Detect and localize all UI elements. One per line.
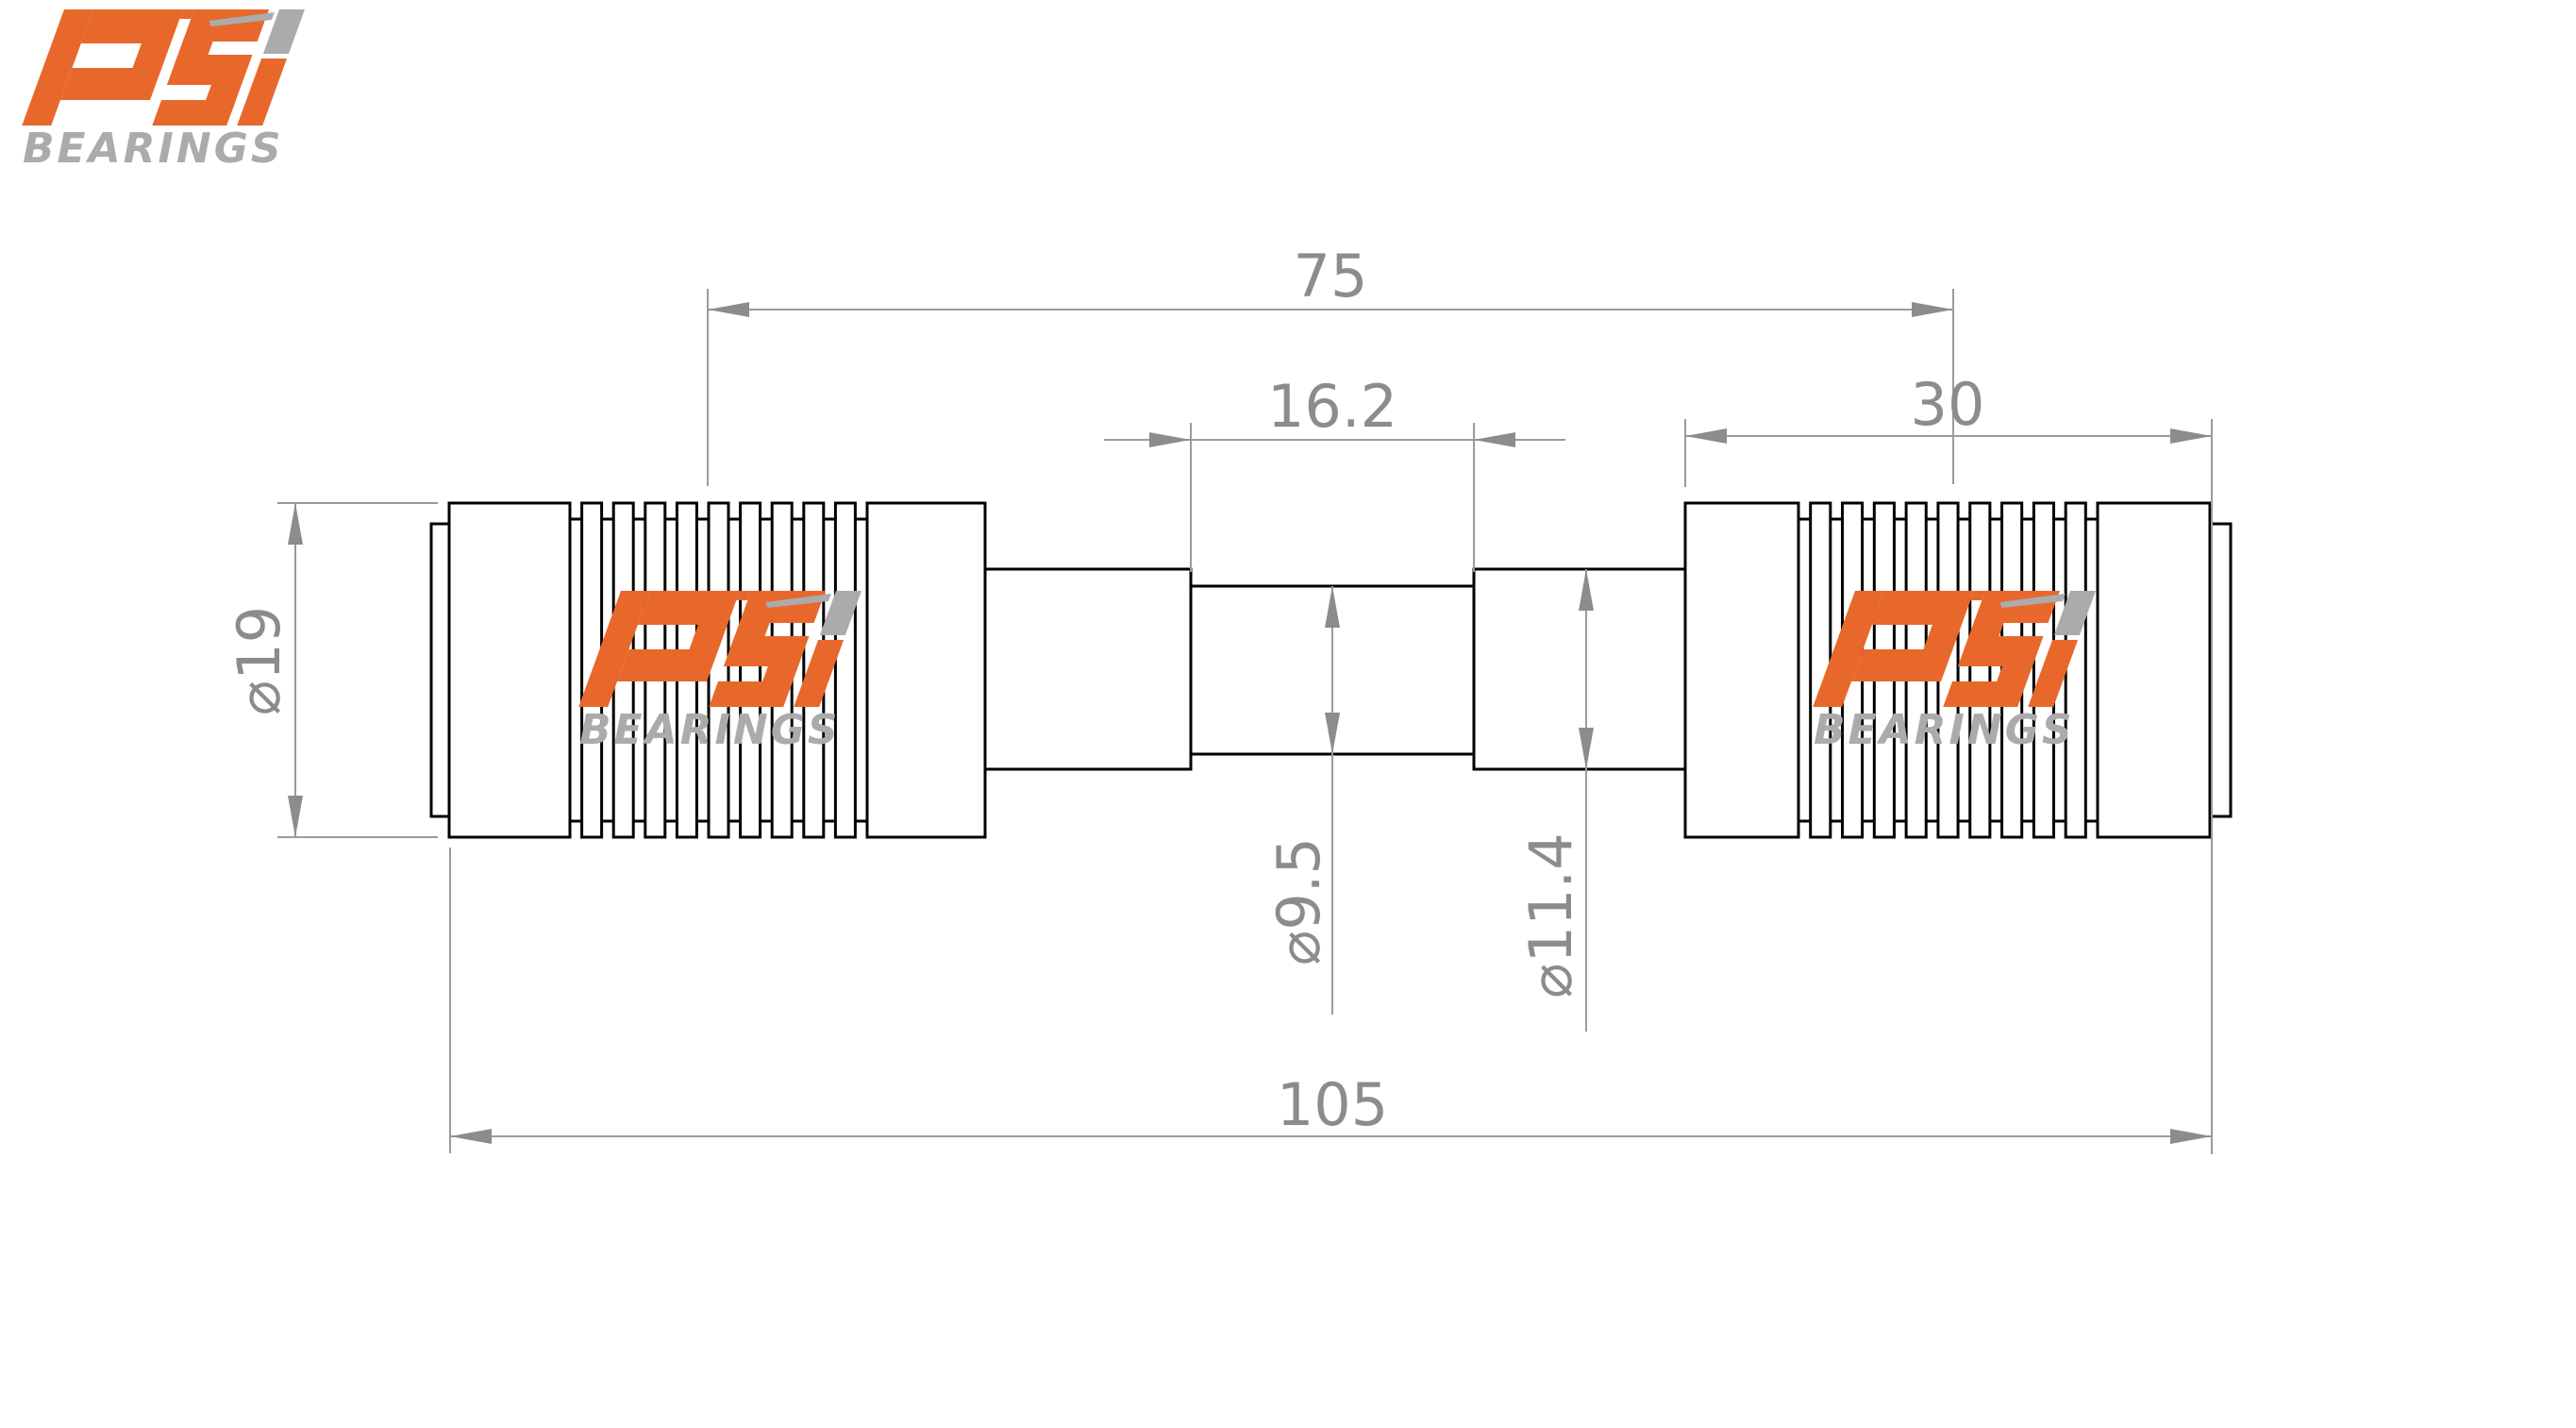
logo-shape	[723, 636, 810, 666]
logo-shape	[688, 625, 728, 651]
logo-shape	[60, 68, 162, 100]
psi-logo-graphic: BEARINGS	[22, 9, 306, 173]
psi-logo-header: BEARINGS	[21, 9, 313, 175]
left-land	[1683, 501, 1800, 839]
arrowhead-icon	[1579, 569, 1594, 611]
left-land	[447, 501, 572, 839]
logo-shape	[1970, 591, 1985, 600]
logo-shape	[637, 591, 740, 625]
psi-letters	[22, 9, 306, 126]
logo-swoosh	[765, 594, 831, 608]
arrowhead-icon	[1579, 728, 1594, 769]
logo-shape	[182, 9, 269, 42]
left-end-cap	[429, 522, 452, 818]
dimension-label: ⌀9.5	[1264, 837, 1333, 966]
logo-shape	[736, 591, 751, 600]
logo-i-top	[2053, 591, 2096, 635]
roller-part	[429, 501, 2233, 839]
logo-wordmark: BEARINGS	[579, 706, 841, 754]
psi-letters	[578, 591, 861, 707]
dimension-mid-shaft-diameter: ⌀9.5	[1264, 586, 1340, 1015]
logo-wordmark: BEARINGS	[23, 125, 284, 173]
shaft-right-step	[1472, 567, 1688, 771]
dimension-shaft-diameter: ⌀11.4	[1516, 569, 1594, 1032]
arrowhead-icon	[2170, 428, 2212, 444]
logo-shape	[709, 681, 794, 707]
arrowhead-icon	[1325, 586, 1340, 628]
arrowhead-icon	[2170, 1129, 2212, 1144]
arrowhead-icon	[1474, 432, 1515, 447]
rib	[739, 501, 762, 839]
logo-shape	[80, 9, 183, 43]
psi-logo-graphic: BEARINGS	[1813, 591, 2096, 754]
psi-logo-watermark-right: BEARINGS	[1812, 591, 2104, 756]
logo-shape	[1922, 625, 1962, 651]
logo-shape	[2028, 640, 2079, 707]
logo-shape	[1973, 591, 2060, 623]
dimension-label: 16.2	[1267, 372, 1397, 441]
dimension-mid-section-length: 16.2	[1104, 372, 1565, 572]
dimension-overall-length: 105	[449, 419, 2213, 1154]
dimension-label: 30	[1911, 370, 1985, 439]
logo-shape	[166, 55, 253, 85]
logo-shape	[1813, 591, 1884, 707]
logo-shape	[578, 591, 650, 707]
logo-shape	[22, 9, 93, 126]
logo-shape	[1943, 681, 2028, 707]
arrowhead-icon	[288, 796, 303, 837]
logo-swoosh	[209, 12, 275, 26]
logo-shape	[739, 591, 826, 623]
dimension-label: ⌀19	[225, 606, 293, 715]
logo-shape	[794, 640, 845, 707]
logo-shape	[179, 9, 194, 19]
shaft-left-step	[983, 567, 1193, 771]
logo-shape	[237, 59, 288, 126]
rib	[833, 501, 857, 839]
logo-i-top	[819, 591, 861, 635]
arrowhead-icon	[288, 503, 303, 545]
arrowhead-icon	[1149, 432, 1191, 447]
dimension-label: ⌀11.4	[1516, 832, 1585, 998]
dimension-outer-diameter: ⌀19	[225, 502, 438, 838]
arrowhead-icon	[708, 302, 749, 317]
arrowhead-icon	[1912, 302, 1953, 317]
logo-shape	[1957, 636, 2044, 666]
logo-shape	[131, 43, 171, 70]
shaft-middle-section	[983, 567, 1688, 771]
psi-logo-watermark-left: BEARINGS	[577, 591, 870, 756]
logo-wordmark: BEARINGS	[1814, 706, 2075, 754]
dimension-label: 105	[1277, 1070, 1388, 1139]
right-land	[2096, 501, 2212, 839]
arrowhead-icon	[1685, 428, 1727, 444]
psi-logo-graphic: BEARINGS	[578, 591, 861, 754]
dimension-center-distance: 75	[707, 242, 1954, 486]
dimension-block-length: 30	[1684, 370, 2212, 487]
rib	[1968, 501, 1992, 839]
right-land	[865, 501, 987, 839]
arrowhead-icon	[1325, 713, 1340, 754]
logo-shape	[152, 100, 237, 126]
logo-i-top	[262, 9, 306, 54]
dimension-label: 75	[1294, 242, 1368, 311]
arrowhead-icon	[450, 1129, 492, 1144]
logo-shape	[1851, 649, 1953, 681]
logo-shape	[617, 649, 719, 681]
psi-letters	[1813, 591, 2096, 707]
logo-swoosh	[1999, 594, 2066, 608]
logo-shape	[1871, 591, 1974, 625]
